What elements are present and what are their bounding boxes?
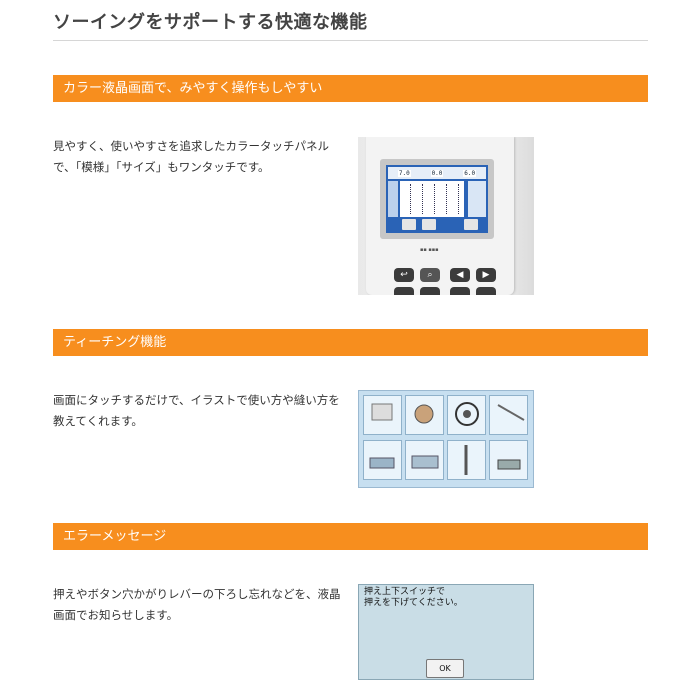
lcd-value-1: 7.0 [397, 169, 411, 177]
lcd-value-2: 0.0 [430, 169, 444, 177]
bottom-button-1 [394, 287, 414, 295]
section-heading-teaching: ティーチング機能 [53, 329, 648, 356]
panel-small-label: ▪▪ ▪▪▪ [420, 247, 439, 253]
lcd-screen: 7.0 0.0 6.0 [386, 165, 488, 233]
lcd-value-3: 6.0 [463, 169, 477, 177]
ok-button[interactable]: OK [426, 659, 464, 678]
lcd-panel-photo: 7.0 0.0 6.0 ▪▪ ▪▪▪ ↩ ⌕ ◀ ▶ [358, 137, 534, 295]
section-text-error: 押えやボタン穴かがりレバーの下ろし忘れなどを、液晶画面でお知らせします。 [53, 587, 341, 622]
right-arrow-icon: ▶ [476, 268, 496, 282]
lcd-button-right [464, 219, 478, 230]
bottom-button-3 [450, 287, 470, 295]
teaching-screen-photo [358, 390, 534, 488]
lcd-side-panel [388, 181, 398, 217]
error-message-line-2: 押えを下げてください。 [364, 598, 463, 608]
section-text-teaching: 画面にタッチするだけで、イラストで使い方や縫い方を教えてくれます。 [53, 393, 340, 428]
illustration-overlay [369, 402, 525, 475]
page-title: ソーイングをサポートする快適な機能 [53, 12, 368, 33]
title-divider [53, 40, 648, 41]
lcd-button-close [422, 219, 436, 230]
error-message-line-1: 押え上下スイッチで [364, 587, 446, 597]
section-heading-lcd: カラー液晶画面で、みやすく操作もしやすい [53, 75, 648, 102]
lcd-button-left [402, 219, 416, 230]
section-text-lcd: 見やすく、使いやすさを追求したカラータッチパネルで、「模様」「サイズ」もワンタッ… [53, 139, 329, 174]
left-arrow-icon: ◀ [450, 268, 470, 282]
back-button-icon: ↩ [394, 268, 414, 282]
bottom-button-4 [476, 287, 496, 295]
section-heading-error: エラーメッセージ [53, 523, 648, 550]
lcd-pattern-list [400, 181, 464, 217]
bottom-button-2 [420, 287, 440, 295]
teaching-illustration [405, 395, 444, 435]
needle-button-icon: ⌕ [420, 268, 440, 282]
teaching-illustration [489, 395, 528, 435]
lcd-header: 7.0 0.0 6.0 [388, 167, 486, 179]
lcd-right-panel [468, 181, 486, 217]
error-screen-photo: 押え上下スイッチで 押えを下げてください。 OK [358, 584, 534, 680]
